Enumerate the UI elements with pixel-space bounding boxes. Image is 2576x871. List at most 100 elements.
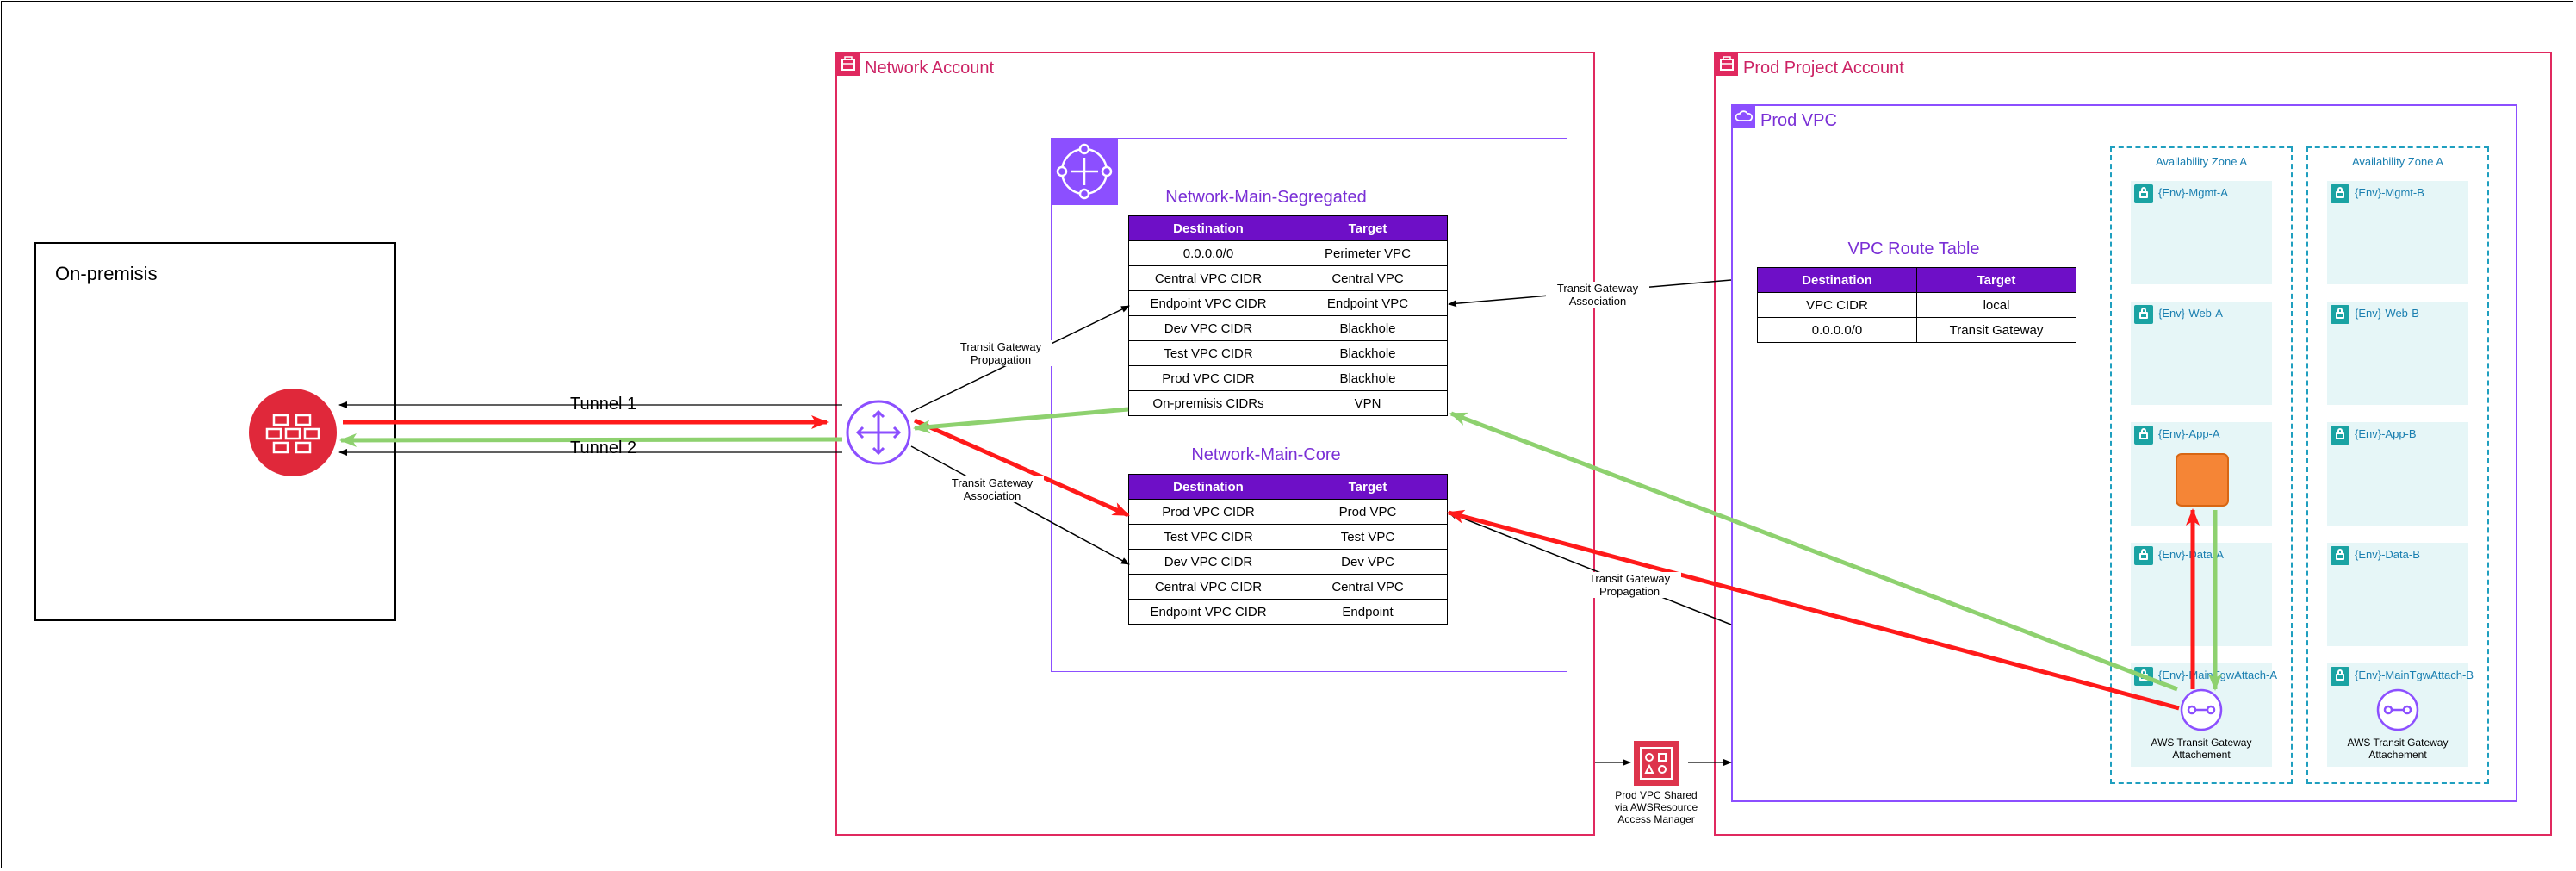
column-header: Destination (1128, 474, 1288, 500)
label-line: via AWSResource (1614, 801, 1698, 813)
subnet-data-a: {Env}-Data-A (2131, 543, 2272, 646)
availability-zone-b-label: Availability Zone A (2352, 155, 2443, 168)
label-line: Propagation (970, 353, 1032, 366)
subnet-lock-icon (2134, 305, 2153, 324)
target-cell: Central VPC (1288, 265, 1448, 291)
subnet-lock-icon (2134, 184, 2153, 203)
segregated-table-title: Network-Main-Segregated (1165, 188, 1367, 207)
ram-share-label: Prod VPC Shared via AWSResource Access M… (1602, 789, 1710, 825)
label-line: Attachement (2172, 749, 2231, 761)
destination-cell: Prod VPC CIDR (1128, 499, 1288, 525)
subnet-app-b: {Env}-App-B (2327, 422, 2468, 526)
transit-gateway-group-box (1051, 138, 1567, 672)
target-cell: Perimeter VPC (1288, 240, 1448, 266)
association-lower-line (910, 445, 1130, 565)
label-line: Propagation (1598, 585, 1660, 598)
prod-vpc-box: Prod VPC (1731, 104, 2517, 802)
target-cell: Dev VPC (1288, 549, 1448, 575)
subnet-lock-icon (2331, 184, 2349, 203)
transit-gateway-group-icon (1051, 138, 1118, 205)
target-cell: Transit Gateway (1916, 317, 2076, 343)
label-line: Transit Gateway (1588, 572, 1671, 585)
target-cell: VPN (1288, 390, 1448, 416)
label-line: Transit Gateway (1556, 282, 1639, 295)
availability-zone-a-box: Availability Zone A (2110, 146, 2293, 784)
target-cell: Endpoint VPC (1288, 290, 1448, 316)
attachment-b-label: AWS Transit Gateway Attachement (2332, 737, 2463, 761)
target-cell: Blackhole (1288, 340, 1448, 366)
core-table-title: Network-Main-Core (1191, 445, 1341, 464)
subnet-lock-icon (2331, 305, 2349, 324)
prod-account-label: Prod Project Account (1743, 59, 1904, 78)
subnet-lock-icon (2134, 426, 2153, 445)
transit-gateway-icon (846, 400, 911, 465)
label-line: AWS Transit Gateway (2347, 737, 2449, 749)
subnet-label: {Env}-Mgmt-B (2355, 186, 2424, 199)
on-premises-box: On-premisis (34, 242, 396, 621)
label-line: Transit Gateway (959, 340, 1042, 353)
association-right-label: Transit Gateway Association (1546, 282, 1649, 308)
subnet-web-a: {Env}-Web-A (2131, 302, 2272, 405)
subnet-data-b: {Env}-Data-B (2327, 543, 2468, 646)
tgw-attachment-icon (2376, 688, 2419, 731)
prod-account-box: Prod Project Account (1714, 52, 2552, 836)
availability-zone-b-box: Availability Zone A (2306, 146, 2489, 784)
propagation-right-label: Transit Gateway Propagation (1578, 572, 1681, 598)
label-line: Access Manager (1617, 813, 1695, 825)
column-header: Target (1288, 474, 1448, 500)
subnet-lock-icon (2331, 667, 2349, 686)
green-flow-seg-to-tgw (913, 407, 1129, 434)
subnet-label: {Env}-Data-B (2355, 548, 2420, 561)
availability-zone-a-label: Availability Zone A (2156, 155, 2247, 168)
destination-cell: Endpoint VPC CIDR (1128, 290, 1288, 316)
association-lower-label: Transit Gateway Association (940, 476, 1044, 502)
account-icon (837, 53, 860, 76)
red-flow-attach-to-core (1447, 509, 2180, 711)
destination-cell: Prod VPC CIDR (1128, 365, 1288, 391)
subnet-label: {Env}-App-A (2158, 427, 2220, 440)
propagation-upper-label: Transit Gateway Propagation (949, 340, 1052, 366)
network-account-box: Network Account (835, 52, 1595, 836)
subnet-web-b: {Env}-Web-B (2327, 302, 2468, 405)
tgw-attachment-icon (2180, 688, 2223, 731)
account-icon (1716, 53, 1738, 76)
subnet-label: {Env}-MainTgwAttach-B (2355, 669, 2474, 681)
subnet-label: {Env}-Web-A (2158, 307, 2223, 320)
destination-cell: Dev VPC CIDR (1128, 315, 1288, 341)
propagation-right-line (1448, 512, 1732, 625)
subnet-lock-icon (2134, 546, 2153, 565)
network-account-label: Network Account (865, 59, 995, 78)
label-line: AWS Transit Gateway (2151, 737, 2252, 749)
destination-cell: Test VPC CIDR (1128, 340, 1288, 366)
subnet-lock-icon (2331, 426, 2349, 445)
vpc-route-table-title: VPC Route Table (1847, 240, 1980, 258)
destination-cell: 0.0.0.0/0 (1128, 240, 1288, 266)
red-flow-to-core (913, 418, 1130, 518)
target-cell: Prod VPC (1288, 499, 1448, 525)
resource-access-manager-icon (1634, 741, 1679, 786)
tunnel1-label: Tunnel 1 (570, 395, 637, 414)
target-cell: local (1916, 292, 2076, 318)
prod-vpc-label: Prod VPC (1760, 111, 1837, 130)
on-premises-label: On-premisis (55, 263, 158, 284)
target-cell: Central VPC (1288, 574, 1448, 600)
destination-cell: Central VPC CIDR (1128, 265, 1288, 291)
label-line: Association (1568, 295, 1627, 308)
label-line: Prod VPC Shared (1615, 789, 1698, 801)
subnet-label: {Env}-App-B (2355, 427, 2417, 440)
